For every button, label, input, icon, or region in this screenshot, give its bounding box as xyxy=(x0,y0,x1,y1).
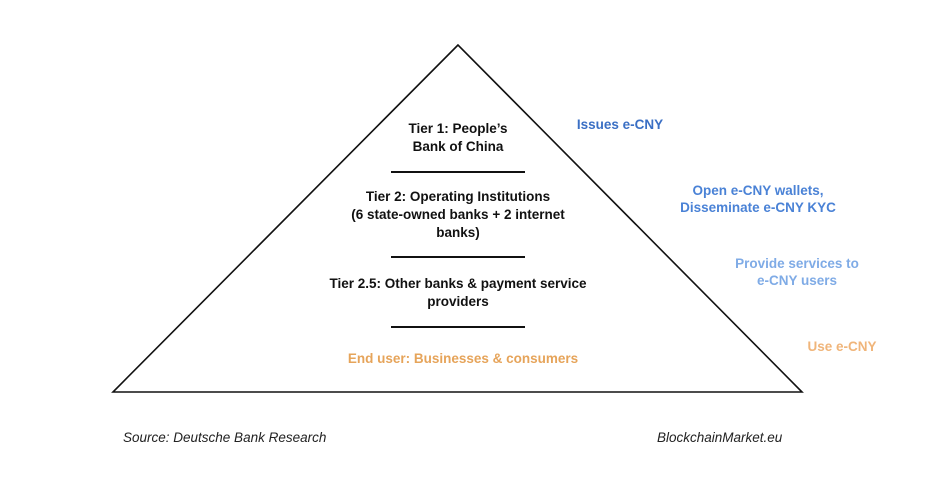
tier-1-label: Tier 1: People’s Bank of China xyxy=(358,120,558,156)
source-credit: Source: Deutsche Bank Research xyxy=(123,430,327,445)
tier-2-line-3: banks) xyxy=(436,225,480,240)
tier-2-5-line-2: providers xyxy=(427,294,489,309)
tier-2-label: Tier 2: Operating Institutions (6 state-… xyxy=(318,188,598,242)
end-user-label: End user: Businesses & consumers xyxy=(318,350,608,368)
site-credit: BlockchainMarket.eu xyxy=(657,430,783,445)
tier-1-line-2: Bank of China xyxy=(412,139,504,154)
role-tier-2: Open e-CNY wallets, Disseminate e-CNY KY… xyxy=(658,182,858,216)
role-tier-2-5: Provide services to e-CNY users xyxy=(716,255,878,289)
role-end-user-line-1: Use e-CNY xyxy=(807,339,877,354)
role-tier-1-line-1: Issues e-CNY xyxy=(576,117,664,132)
tier-2-line-2: (6 state-owned banks + 2 internet xyxy=(351,207,565,222)
role-end-user: Use e-CNY xyxy=(792,338,892,355)
tier-1-line-1: Tier 1: People’s xyxy=(408,121,508,136)
role-tier-2-line-2: Disseminate e-CNY KYC xyxy=(680,200,836,215)
tier-2-5-label: Tier 2.5: Other banks & payment service … xyxy=(298,275,618,311)
role-tier-2-line-1: Open e-CNY wallets, xyxy=(692,183,824,198)
role-tier-1: Issues e-CNY xyxy=(555,116,685,133)
role-tier-2-5-line-2: e-CNY users xyxy=(756,273,838,288)
pyramid-outline xyxy=(111,43,804,393)
tier-2-line-1: Tier 2: Operating Institutions xyxy=(365,189,551,204)
role-tier-2-5-line-1: Provide services to xyxy=(735,256,859,271)
end-user-line-1: End user: Businesses & consumers xyxy=(347,351,579,366)
tier-2-5-line-1: Tier 2.5: Other banks & payment service xyxy=(329,276,587,291)
